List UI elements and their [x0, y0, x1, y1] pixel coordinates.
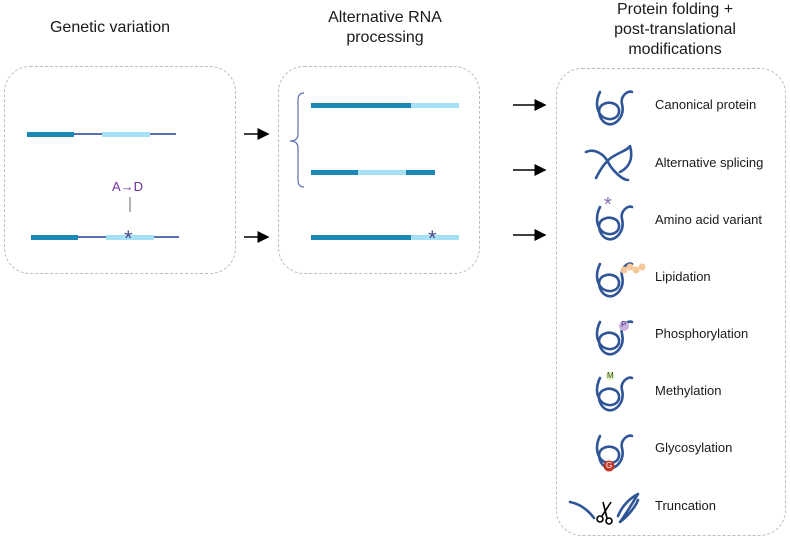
rna-transcript-canonical	[311, 103, 459, 108]
rna-transcript-spliced	[311, 170, 435, 175]
lipidation-protein-icon	[595, 262, 634, 298]
truncation-protein-icon	[568, 492, 640, 524]
amino-acid-variant-protein-icon	[595, 205, 634, 241]
label-lipidation: Lipidation	[655, 269, 711, 284]
protein-modifications-panel	[556, 68, 786, 536]
label-truncation: Truncation	[655, 498, 716, 513]
mutation-label: A→D	[112, 179, 144, 194]
phosphate-group-icon	[619, 321, 629, 331]
protein-title-line1: Protein folding +	[616, 1, 734, 18]
scissors-icon	[596, 501, 613, 525]
glycan-group-icon	[603, 460, 615, 472]
label-canonical-protein: Canonical protein	[655, 97, 757, 112]
rna-processing-title: Alternative RNA processing	[290, 8, 480, 48]
rna-processing-panel	[278, 66, 480, 274]
protein-title-line3: modifications	[628, 41, 722, 58]
glycosylation-protein-icon	[595, 434, 634, 470]
methylation-protein-icon	[595, 376, 634, 412]
label-alternative-splicing: Alternative splicing	[655, 155, 764, 170]
methyl-group-icon	[605, 371, 615, 381]
phosphorylation-protein-icon	[595, 320, 634, 356]
alternative-splicing-protein-icon	[584, 144, 633, 182]
variant-asterisk-rna: *	[428, 226, 437, 251]
label-amino-acid-variant: Amino acid variant	[655, 212, 762, 227]
label-glycosylation: Glycosylation	[655, 440, 733, 455]
protein-modifications-title: Protein folding + post-translational mod…	[565, 0, 785, 60]
lipid-chain-icon	[620, 263, 646, 274]
genetic-variation-title: Genetic variation	[49, 19, 171, 36]
canonical-protein-icon	[595, 90, 634, 126]
rna-transcript-variant	[311, 235, 459, 240]
protein-title-line2: post-translational	[614, 21, 736, 38]
gene-variant	[31, 235, 179, 240]
rna-title-line1: Alternative RNA	[328, 9, 442, 26]
glycan-mark: G	[606, 461, 613, 470]
rna-title-line2: processing	[346, 29, 424, 46]
phosphate-mark: P	[621, 320, 627, 329]
label-phosphorylation: Phosphorylation	[655, 326, 749, 341]
methyl-mark: M	[607, 371, 614, 380]
amino-acid-variant-mark: *	[604, 194, 612, 216]
rna-isoform-bracket	[289, 92, 305, 188]
gene-reference	[27, 132, 176, 137]
genetic-variation-panel	[4, 66, 236, 274]
variant-asterisk-dna: *	[124, 226, 133, 251]
label-methylation: Methylation	[655, 383, 722, 398]
